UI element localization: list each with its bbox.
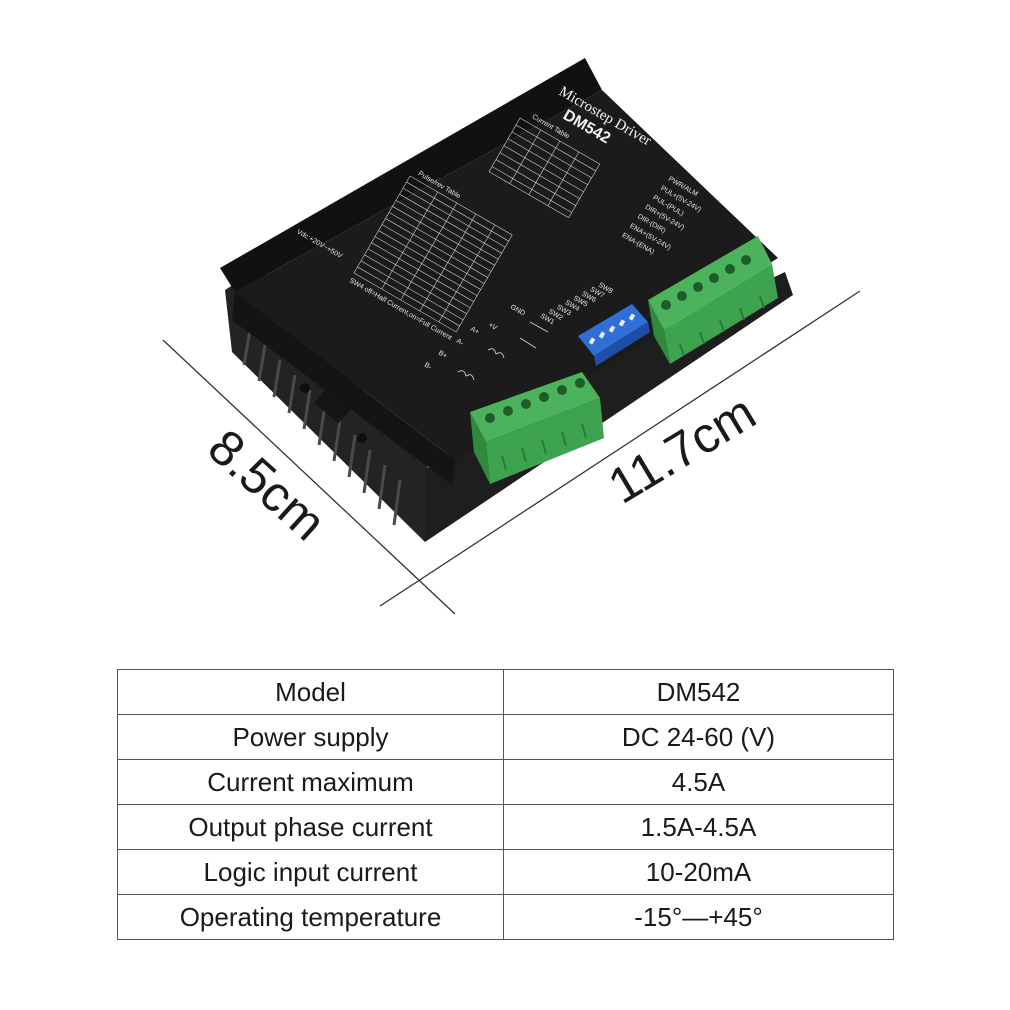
spec-value: 1.5A-4.5A bbox=[503, 804, 894, 850]
spec-label: Model bbox=[117, 669, 504, 715]
dimension-lines bbox=[162, 290, 861, 615]
spec-label: Logic input current bbox=[117, 849, 504, 895]
spec-label: Operating temperature bbox=[117, 894, 504, 940]
table-row: Logic input current 10-20mA bbox=[117, 849, 894, 895]
table-row: Power supply DC 24-60 (V) bbox=[117, 714, 894, 760]
spec-value: -15°—+45° bbox=[503, 894, 894, 940]
power-label: +V bbox=[487, 322, 498, 333]
table-row: Model DM542 bbox=[117, 669, 894, 715]
power-label: A+ bbox=[469, 326, 480, 336]
spec-value: DM542 bbox=[503, 669, 894, 715]
product-illustration: 8.5cm 11.7cm Microstep Driver DM542 bbox=[162, 58, 861, 615]
spec-table: Model DM542 Power supply DC 24-60 (V) Cu… bbox=[117, 669, 894, 940]
table-row: Output phase current 1.5A-4.5A bbox=[117, 804, 894, 850]
signal-terminal-block bbox=[648, 236, 778, 364]
spec-label: Output phase current bbox=[117, 804, 504, 850]
table-row: Operating temperature -15°—+45° bbox=[117, 894, 894, 940]
spec-label: Current maximum bbox=[117, 759, 504, 805]
spec-value: DC 24-60 (V) bbox=[503, 714, 894, 760]
power-terminal-block bbox=[470, 372, 604, 484]
switch-labels: SW8 SW7 SW6 SW5 SW4 SW3 SW2 SW1 bbox=[539, 282, 614, 327]
dip-switch bbox=[578, 304, 650, 366]
power-label: A- bbox=[455, 338, 465, 348]
spec-value: 4.5A bbox=[503, 759, 894, 805]
width-dimension-label: 8.5cm bbox=[198, 419, 337, 552]
spec-value: 10-20mA bbox=[503, 849, 894, 895]
power-label: B- bbox=[423, 362, 433, 372]
power-label: B+ bbox=[437, 350, 448, 360]
spec-label: Power supply bbox=[117, 714, 504, 760]
driver-housing bbox=[220, 58, 778, 485]
table-row: Current maximum 4.5A bbox=[117, 759, 894, 805]
